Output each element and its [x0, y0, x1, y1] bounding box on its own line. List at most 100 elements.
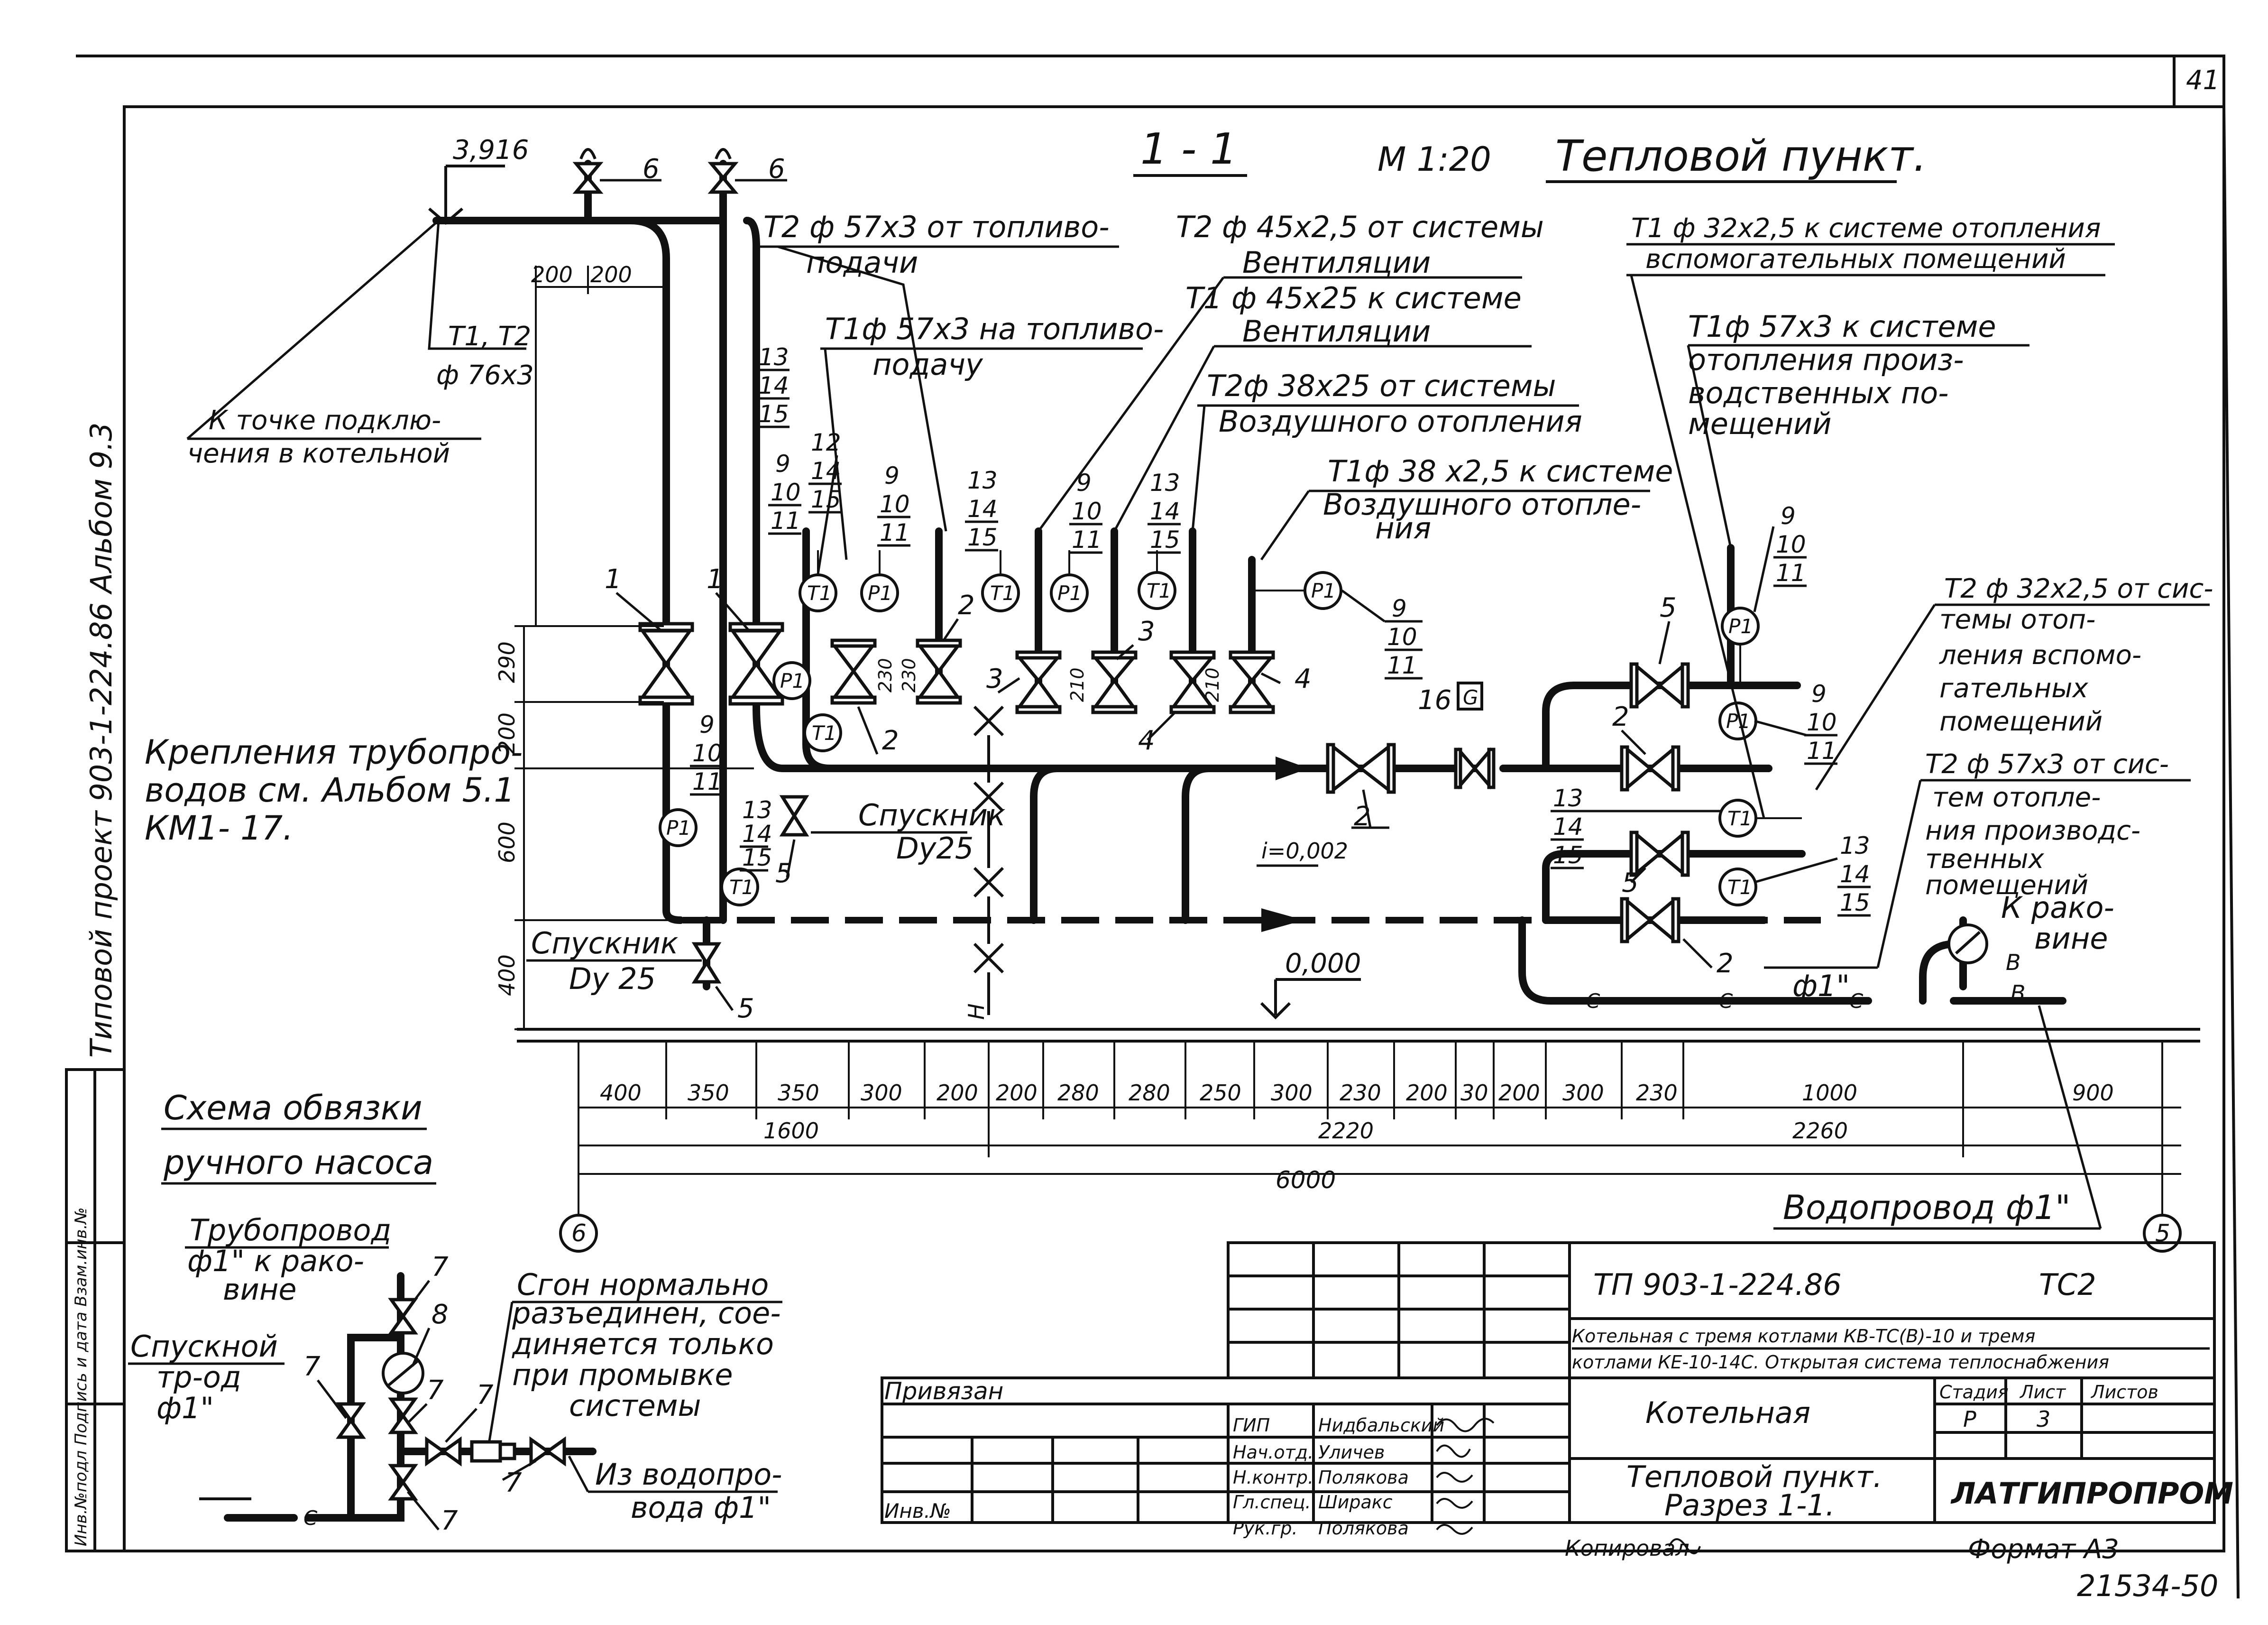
svg-text:Н.контр.: Н.контр. — [1233, 1467, 1313, 1488]
svg-text:Воздушного отопления: Воздушного отопления — [1219, 404, 1582, 439]
svg-text:14: 14 — [1553, 813, 1583, 840]
svg-text:T1: T1 — [990, 582, 1015, 605]
svg-text:Dу 25: Dу 25 — [569, 961, 656, 996]
svg-text:0,000: 0,000 — [1285, 948, 1361, 979]
svg-text:2: 2 — [1717, 948, 1734, 979]
valve-main — [1326, 743, 1396, 794]
svg-text:Спускной: Спускной — [130, 1329, 278, 1364]
svg-text:280: 280 — [1129, 1080, 1170, 1106]
valve-3a — [1015, 650, 1062, 714]
svg-text:Нач.отд.: Нач.отд. — [1233, 1442, 1313, 1463]
svg-text:Воздушного отопле-: Воздушного отопле- — [1323, 487, 1641, 522]
svg-text:2: 2 — [882, 725, 899, 756]
section-heading: 1 - 1 М 1:20 Тепловой пункт. — [1133, 124, 1927, 183]
svg-text:2220: 2220 — [1318, 1118, 1374, 1144]
svg-text:Гл.спец.: Гл.спец. — [1233, 1492, 1311, 1513]
h-mark: Н — [964, 1003, 989, 1020]
archive-code: 21534-50 — [2077, 1569, 2219, 1603]
gate-valves: G 16 — [572, 148, 1690, 984]
svg-text:13: 13 — [967, 467, 998, 494]
svg-text:вине: вине — [223, 1272, 297, 1307]
svg-text:15: 15 — [1840, 889, 1870, 916]
spec-stack-4: 9 10 11 — [877, 462, 910, 547]
svg-text:подачу: подачу — [872, 347, 983, 382]
svg-text:900: 900 — [2072, 1080, 2114, 1106]
svg-text:6: 6 — [571, 1219, 587, 1247]
svg-text:15: 15 — [742, 844, 772, 871]
svg-text:ф 76х3: ф 76х3 — [436, 360, 534, 391]
svg-text:5: 5 — [1622, 868, 1639, 898]
svg-text:5: 5 — [737, 993, 754, 1024]
valve-2a — [830, 638, 877, 705]
label-prod-return: Т2 ф 57х3 от сис- тем отопле- ния произв… — [1764, 749, 2191, 969]
svg-text:400: 400 — [494, 954, 520, 996]
item-callouts: 6 6 1 1 2 2 3 3 4 4 2 5 5 5 2 5 2 13 14 … — [600, 154, 1871, 1024]
svg-text:6000: 6000 — [1276, 1166, 1336, 1194]
label-fuel-supply: Т1ф 57х3 на топливо- подачу — [820, 312, 1164, 560]
svg-text:P1: P1 — [666, 816, 691, 840]
svg-text:ф1" к рако-: ф1" к рако- — [187, 1244, 364, 1278]
svg-text:Полякова: Полякова — [1318, 1467, 1409, 1488]
svg-text:С: С — [1586, 989, 1600, 1013]
svg-text:300: 300 — [861, 1080, 902, 1106]
svg-text:P1: P1 — [1728, 615, 1753, 638]
drawing-mark: ТС2 — [2039, 1267, 2096, 1302]
svg-text:С: С — [1849, 989, 1864, 1013]
svg-text:твенных: твенных — [1925, 844, 2045, 875]
svg-text:7: 7 — [432, 1252, 449, 1283]
label-water-main: Водопровод ф1" — [1773, 1005, 2102, 1230]
svg-text:14: 14 — [1840, 860, 1870, 888]
svg-text:9: 9 — [1811, 680, 1827, 708]
svg-text:P1: P1 — [1311, 579, 1336, 602]
svg-text:200: 200 — [937, 1080, 978, 1106]
svg-text:15: 15 — [811, 486, 841, 513]
svg-text:ручного насоса: ручного насоса — [163, 1143, 433, 1182]
drain-valve-1 — [691, 942, 722, 984]
album-note: Типовой проект 903-1-224.86 Альбом 9.3 — [84, 423, 119, 1058]
svg-text:7: 7 — [505, 1468, 522, 1498]
svg-text:210: 210 — [1202, 667, 1223, 702]
svg-text:Спускник: Спускник — [531, 926, 679, 960]
svg-text:Вентиляции: Вентиляции — [1242, 245, 1431, 280]
svg-text:Копировал: Копировал — [1565, 1535, 1690, 1561]
svg-text:Т1 ф 45х25 к системе: Т1 ф 45х25 к системе — [1185, 281, 1522, 315]
svg-text:350: 350 — [688, 1080, 729, 1106]
svg-text:11: 11 — [692, 768, 723, 795]
connection-point-leader: Т1, Т2 ф 76х3 К точке подклю- чения в ко… — [186, 218, 534, 469]
svg-text:11: 11 — [1072, 526, 1102, 554]
svg-text:Из водопро-: Из водопро- — [595, 1457, 782, 1492]
drawing-title: Тепловой пункт. — [1555, 131, 1927, 181]
gauge-t1-f — [1718, 868, 1757, 906]
gauge-t1-g — [720, 868, 759, 906]
valve-4a — [1169, 650, 1216, 714]
svg-text:Т2 ф 57х3 от топливо-: Т2 ф 57х3 от топливо- — [763, 210, 1110, 244]
label-fuel-return: Т2 ф 57х3 от топливо- подачи — [759, 210, 1119, 532]
pipe-labels: Т2 ф 57х3 от топливо- подачи Т1ф 57х3 на… — [526, 210, 2213, 1230]
svg-text:котлами КЕ-10-14С. Открытая си: котлами КЕ-10-14С. Открытая система тепл… — [1572, 1352, 2109, 1373]
svg-text:300: 300 — [1562, 1080, 1604, 1106]
svg-text:P1: P1 — [780, 669, 805, 692]
svg-text:400: 400 — [600, 1080, 642, 1106]
svg-text:T1: T1 — [1727, 807, 1752, 830]
svg-text:15: 15 — [1553, 841, 1583, 869]
svg-text:темы отоп-: темы отоп- — [1939, 604, 2095, 635]
svg-text:210: 210 — [1067, 667, 1088, 702]
svg-text:230: 230 — [1340, 1080, 1381, 1106]
svg-text:гательных: гательных — [1939, 673, 2088, 704]
scale-label: М 1:20 — [1377, 140, 1491, 179]
svg-text:9: 9 — [775, 450, 790, 478]
svg-text:200: 200 — [1406, 1080, 1448, 1106]
svg-text:15: 15 — [967, 524, 998, 551]
svg-text:13: 13 — [1840, 832, 1870, 859]
svg-text:вода ф1": вода ф1" — [631, 1490, 771, 1525]
svg-text:T1: T1 — [729, 876, 754, 899]
svg-text:14: 14 — [1150, 498, 1180, 525]
svg-text:1000: 1000 — [1802, 1080, 1857, 1106]
svg-text:14: 14 — [742, 820, 772, 848]
spec-stack-5: 13 14 15 — [965, 467, 998, 552]
svg-text:2260: 2260 — [1792, 1118, 1848, 1144]
svg-text:Спускник: Спускник — [858, 798, 1006, 832]
svg-text:Уличев: Уличев — [1318, 1442, 1385, 1463]
svg-text:10: 10 — [1807, 709, 1837, 736]
